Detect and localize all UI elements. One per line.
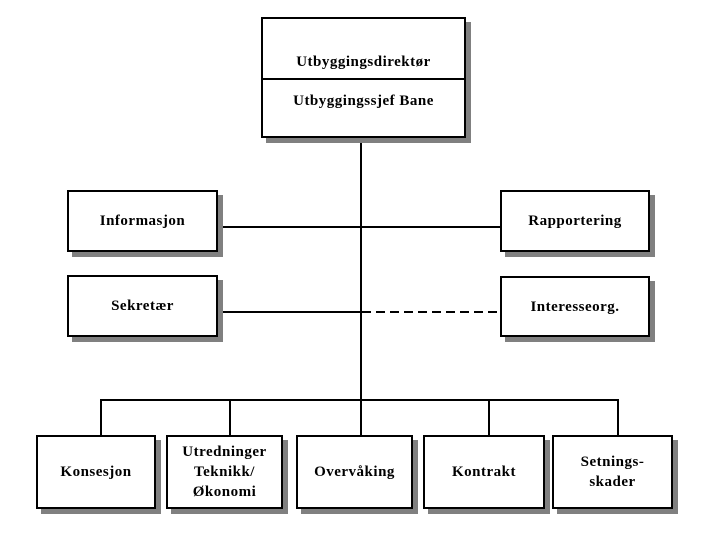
org-box-root: Utbyggingsdirektør Utbyggingssjef Bane bbox=[261, 17, 466, 138]
connector-bottom-bus bbox=[100, 399, 619, 401]
connector-row2-solid bbox=[218, 311, 362, 313]
org-box-sekretaer: Sekretær bbox=[67, 275, 218, 337]
org-box-utredninger: Utredninger Teknikk/ Økonomi bbox=[166, 435, 283, 509]
org-box-overvaking: Overvåking bbox=[296, 435, 413, 509]
org-box-interesseorg: Interesseorg. bbox=[500, 276, 650, 337]
connector-drop-utredninger bbox=[229, 399, 231, 435]
connector-drop-konsesjon bbox=[100, 399, 102, 435]
connector-root-vertical bbox=[360, 138, 362, 435]
org-box-root-top-label: Utbyggingsdirektør bbox=[263, 19, 464, 80]
org-box-informasjon: Informasjon bbox=[67, 190, 218, 252]
org-box-konsesjon: Konsesjon bbox=[36, 435, 156, 509]
connector-row1-horizontal bbox=[218, 226, 500, 228]
org-box-kontrakt: Kontrakt bbox=[423, 435, 545, 509]
org-box-rapportering: Rapportering bbox=[500, 190, 650, 252]
org-box-root-bottom-label: Utbyggingssjef Bane bbox=[293, 93, 434, 109]
connector-drop-setningsskader bbox=[617, 399, 619, 435]
connector-drop-kontrakt bbox=[488, 399, 490, 435]
connector-row2-dashed bbox=[362, 311, 500, 313]
org-box-setningsskader: Setnings- skader bbox=[552, 435, 673, 509]
